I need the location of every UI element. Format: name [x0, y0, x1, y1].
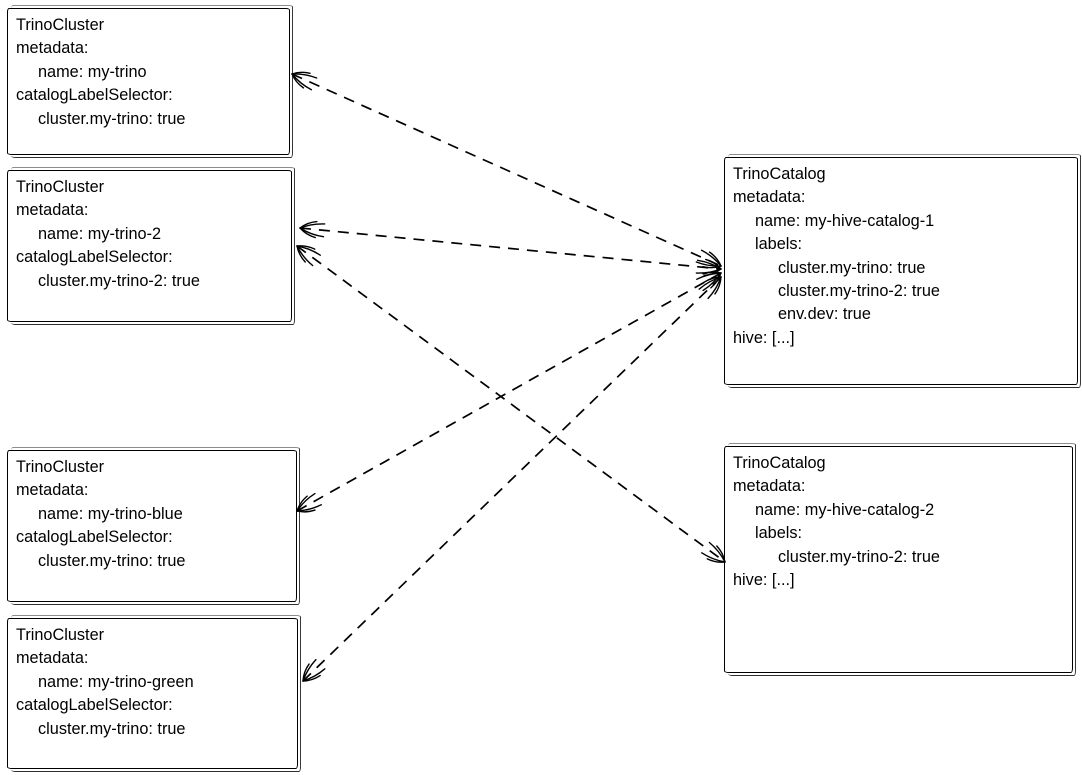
yaml-line: name: my-trino [38, 62, 147, 81]
yaml-line: labels: [755, 524, 803, 543]
yaml-line: metadata: [733, 188, 806, 207]
yaml-line: metadata: [733, 477, 806, 496]
yaml-line: catalogLabelSelector: [16, 86, 173, 105]
yaml-line: name: my-hive-catalog-2 [755, 500, 935, 519]
yaml-line: catalogLabelSelector: [16, 696, 173, 715]
yaml-line: TrinoCluster [16, 458, 105, 476]
yaml-line: catalogLabelSelector: [16, 248, 173, 267]
node-trino-cluster-my-trino: TrinoCluster metadata: name: my-trino ca… [7, 5, 293, 158]
yaml-line: cluster.my-trino: true [38, 719, 186, 738]
yaml-line: TrinoCluster [16, 626, 105, 644]
yaml-line: cluster.my-trino-2: true [778, 282, 940, 301]
node-trino-catalog-my-hive-catalog-1: TrinoCatalog metadata: name: my-hive-cat… [724, 154, 1081, 388]
yaml-line: TrinoCluster [16, 16, 105, 34]
yaml-line: cluster.my-trino-2: true [38, 271, 200, 290]
yaml-line: name: my-trino-green [38, 672, 194, 691]
yaml-line: hive: [...] [733, 328, 795, 347]
yaml-line: TrinoCatalog [733, 454, 826, 472]
yaml-line: metadata: [16, 201, 89, 220]
yaml-line: TrinoCluster [16, 178, 105, 196]
node-trino-cluster-my-trino-2: TrinoCluster metadata: name: my-trino-2 … [7, 167, 295, 325]
yaml-line: metadata: [16, 649, 89, 668]
yaml-line: env.dev: true [778, 305, 871, 324]
yaml-line: labels: [755, 235, 803, 254]
yaml-line: catalogLabelSelector: [16, 528, 173, 547]
yaml-line: cluster.my-trino: true [38, 551, 186, 570]
node-trino-cluster-my-trino-blue: TrinoCluster metadata: name: my-trino-bl… [7, 447, 300, 605]
yaml-line: name: my-hive-catalog-1 [755, 211, 935, 230]
yaml-line: cluster.my-trino-2: true [778, 547, 940, 566]
yaml-line: cluster.my-trino: true [778, 258, 926, 277]
node-trino-cluster-my-trino-green: TrinoCluster metadata: name: my-trino-gr… [7, 615, 301, 772]
yaml-line: metadata: [16, 39, 89, 58]
yaml-line: name: my-trino-2 [38, 224, 162, 243]
node-trino-catalog-my-hive-catalog-2: TrinoCatalog metadata: name: my-hive-cat… [724, 443, 1076, 676]
yaml-line: name: my-trino-blue [38, 504, 183, 523]
yaml-line: cluster.my-trino: true [38, 109, 186, 128]
yaml-line: hive: [...] [733, 571, 795, 590]
yaml-line: TrinoCatalog [733, 165, 826, 183]
yaml-line: metadata: [16, 481, 89, 500]
